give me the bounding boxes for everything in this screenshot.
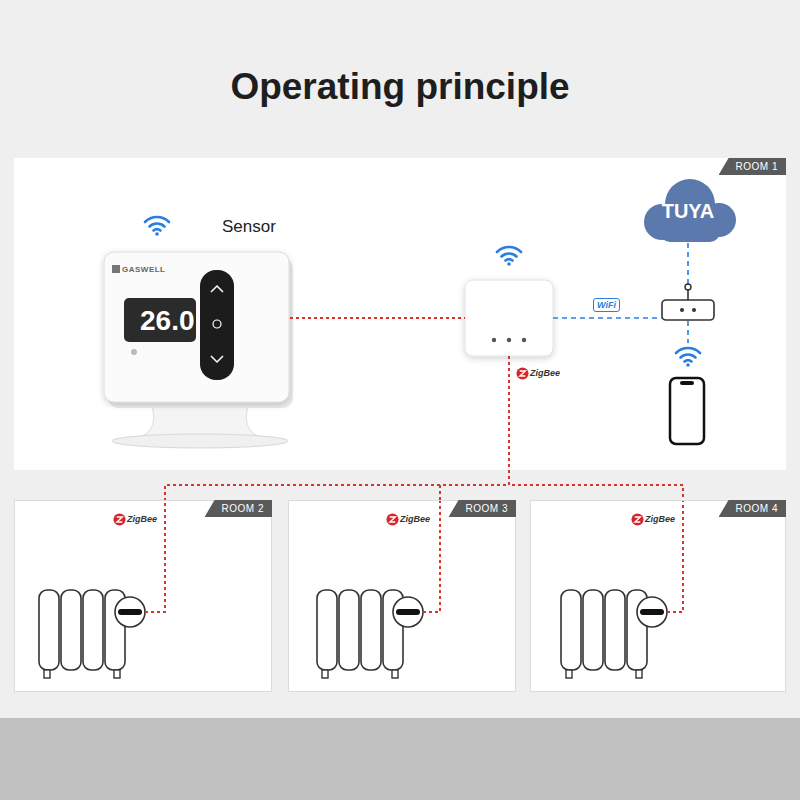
protocol-label: ZigBee xyxy=(400,514,430,524)
room-panel: ROOM 4 ZigBee xyxy=(530,500,786,692)
protocol-label: ZigBee xyxy=(530,368,560,378)
zigbee-link xyxy=(290,317,465,319)
cloud-name: TUYA xyxy=(640,200,736,223)
room-tag: ROOM 3 xyxy=(449,500,516,517)
router-illustration xyxy=(662,284,714,320)
tuya-cloud: TUYA xyxy=(640,178,740,242)
room-panel xyxy=(531,501,786,692)
wifi-icon xyxy=(497,247,521,266)
radiator-symbol xyxy=(317,590,423,678)
display-reading: 26.0 xyxy=(140,301,195,341)
wifi-link xyxy=(553,317,662,319)
thermostat-illustration xyxy=(104,252,293,448)
protocol-label: ZigBee xyxy=(645,514,675,524)
room-panel xyxy=(14,158,786,470)
room-panel: ROOM 2 ZigBee xyxy=(14,500,272,692)
zigbee-logo xyxy=(386,513,398,525)
brand-name: GASWELL xyxy=(122,265,166,274)
phone-illustration xyxy=(670,378,704,444)
room-panel xyxy=(289,501,516,692)
device-label: Sensor xyxy=(222,217,276,237)
room-tag: ROOM 2 xyxy=(205,500,272,517)
room-tag: ROOM 4 xyxy=(719,500,786,517)
room-panel: ROOM 3 ZigBee xyxy=(288,500,516,692)
radiator-symbol xyxy=(39,590,145,678)
zigbee-logo xyxy=(516,367,528,379)
zigbee-link xyxy=(165,356,509,500)
gateway-hub: ZigBee xyxy=(465,280,553,356)
wifi-link xyxy=(687,321,689,343)
link-label: WiFi xyxy=(593,298,620,312)
zigbee-logo xyxy=(631,513,643,525)
room-tag: ROOM 1 xyxy=(719,158,786,175)
radiator-symbol xyxy=(561,590,667,678)
room-panel xyxy=(15,501,272,692)
zigbee-link xyxy=(509,356,683,500)
diagram-title: Operating principle xyxy=(0,66,800,108)
wifi-icon xyxy=(676,348,700,367)
gateway-illustration xyxy=(465,280,553,356)
wifi-icon xyxy=(145,217,169,236)
sensor-device: SensorGASWELL 26.0 xyxy=(100,215,290,445)
zigbee-logo xyxy=(113,513,125,525)
room-panel: ROOM 1SensorGASWELL26.0ZigBeeTUYA xyxy=(14,158,786,470)
wifi-link xyxy=(687,243,689,284)
footer-band xyxy=(0,718,800,800)
zigbee-link xyxy=(440,356,509,500)
protocol-label: ZigBee xyxy=(127,514,157,524)
